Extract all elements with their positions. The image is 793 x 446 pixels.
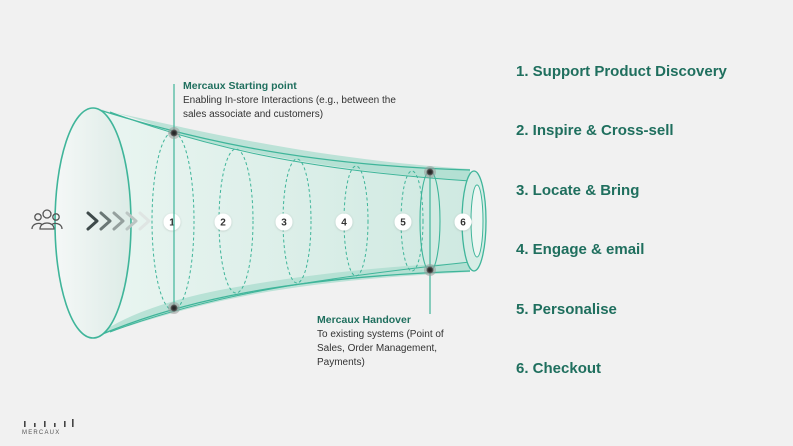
mercaux-logo xyxy=(24,419,74,427)
stage-marker-3: 3 xyxy=(275,213,293,231)
handover-callout-line-3: Payments) xyxy=(317,357,365,368)
funnel-bottom-inner-edge xyxy=(109,261,471,333)
start-callout-description: Enabling In-store Interactions (e.g., be… xyxy=(183,94,396,122)
stage-5-label: 5 xyxy=(400,218,406,229)
stage-4-label: 4 xyxy=(341,218,347,229)
funnel-exit-hole xyxy=(470,184,484,258)
step-1: 1. Support Product Discovery xyxy=(516,63,727,80)
stage-marker-6: 6 xyxy=(454,213,472,231)
handover-callout-title: Mercaux Handover xyxy=(317,314,411,326)
stage-marker-4: 4 xyxy=(335,213,353,231)
step-5: 5. Personalise xyxy=(516,301,617,318)
brand-name: MERCAUX xyxy=(22,430,61,436)
handover-callout-line-1: To existing systems (Point of xyxy=(317,329,444,340)
step-4: 4. Engage & email xyxy=(516,241,645,258)
people-group-icon xyxy=(31,209,63,230)
stage-3-label: 3 xyxy=(281,218,287,229)
chevron-arrows-icon xyxy=(86,211,151,231)
step-3: 3. Locate & Bring xyxy=(516,182,640,199)
funnel-top-inner-edge xyxy=(109,111,471,182)
start-callout-line-2: sales associate and customers) xyxy=(183,109,324,120)
handover-callout-description: To existing systems (Point of Sales, Ord… xyxy=(317,328,444,370)
start-callout-title: Mercaux Starting point xyxy=(183,80,297,92)
step-6: 6. Checkout xyxy=(516,360,602,377)
handover-callout-line-2: Sales, Order Management, xyxy=(317,343,438,354)
funnel-bottom-edge xyxy=(92,270,471,339)
start-callout-line-1: Enabling In-store Interactions (e.g., be… xyxy=(183,95,396,106)
stage-marker-5: 5 xyxy=(394,213,412,231)
stage-6-label: 6 xyxy=(460,218,466,229)
callout-pins xyxy=(168,127,436,314)
stage-marker-2: 2 xyxy=(214,213,232,231)
step-2: 2. Inspire & Cross-sell xyxy=(516,122,674,139)
stage-marker-1: 1 xyxy=(163,213,181,231)
stage-1-label: 1 xyxy=(169,218,175,229)
funnel-upper-band xyxy=(93,108,470,181)
stage-2-label: 2 xyxy=(220,218,226,229)
stage-markers: 1 2 3 4 5 6 xyxy=(163,213,472,231)
